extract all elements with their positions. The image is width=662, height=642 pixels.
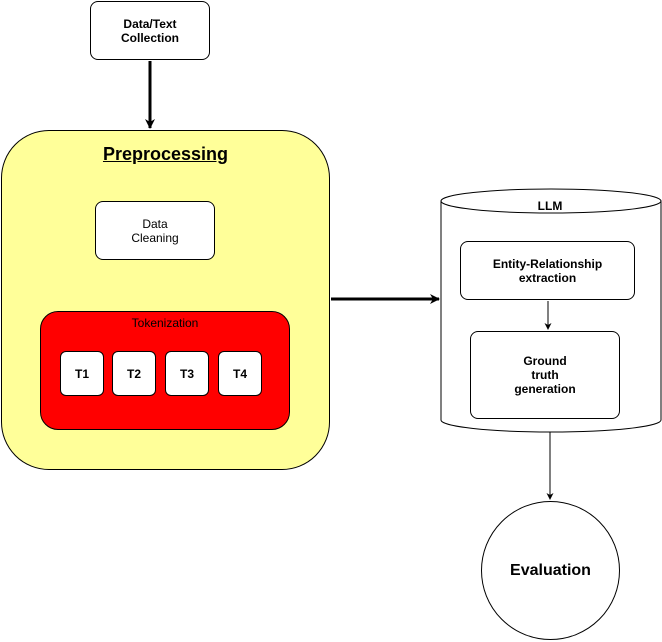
tokenization-label: Tokenization (131, 316, 199, 330)
entity-relationship-extraction-node: Entity-Relationship extraction (460, 241, 635, 300)
token-node-t3: T3 (165, 351, 209, 396)
data-cleaning-node: Data Cleaning (95, 201, 215, 260)
token-node-t1: T1 (60, 351, 104, 396)
ground-truth-generation-node: Ground truth generation (470, 331, 620, 419)
data-collection-node: Data/Text Collection (90, 1, 210, 60)
token-node-t4: T4 (218, 351, 262, 396)
llm-label: LLM (537, 199, 563, 213)
token-node-t2: T2 (112, 351, 156, 396)
preprocessing-title: Preprocessing (102, 144, 229, 164)
evaluation-node: Evaluation (481, 501, 620, 640)
